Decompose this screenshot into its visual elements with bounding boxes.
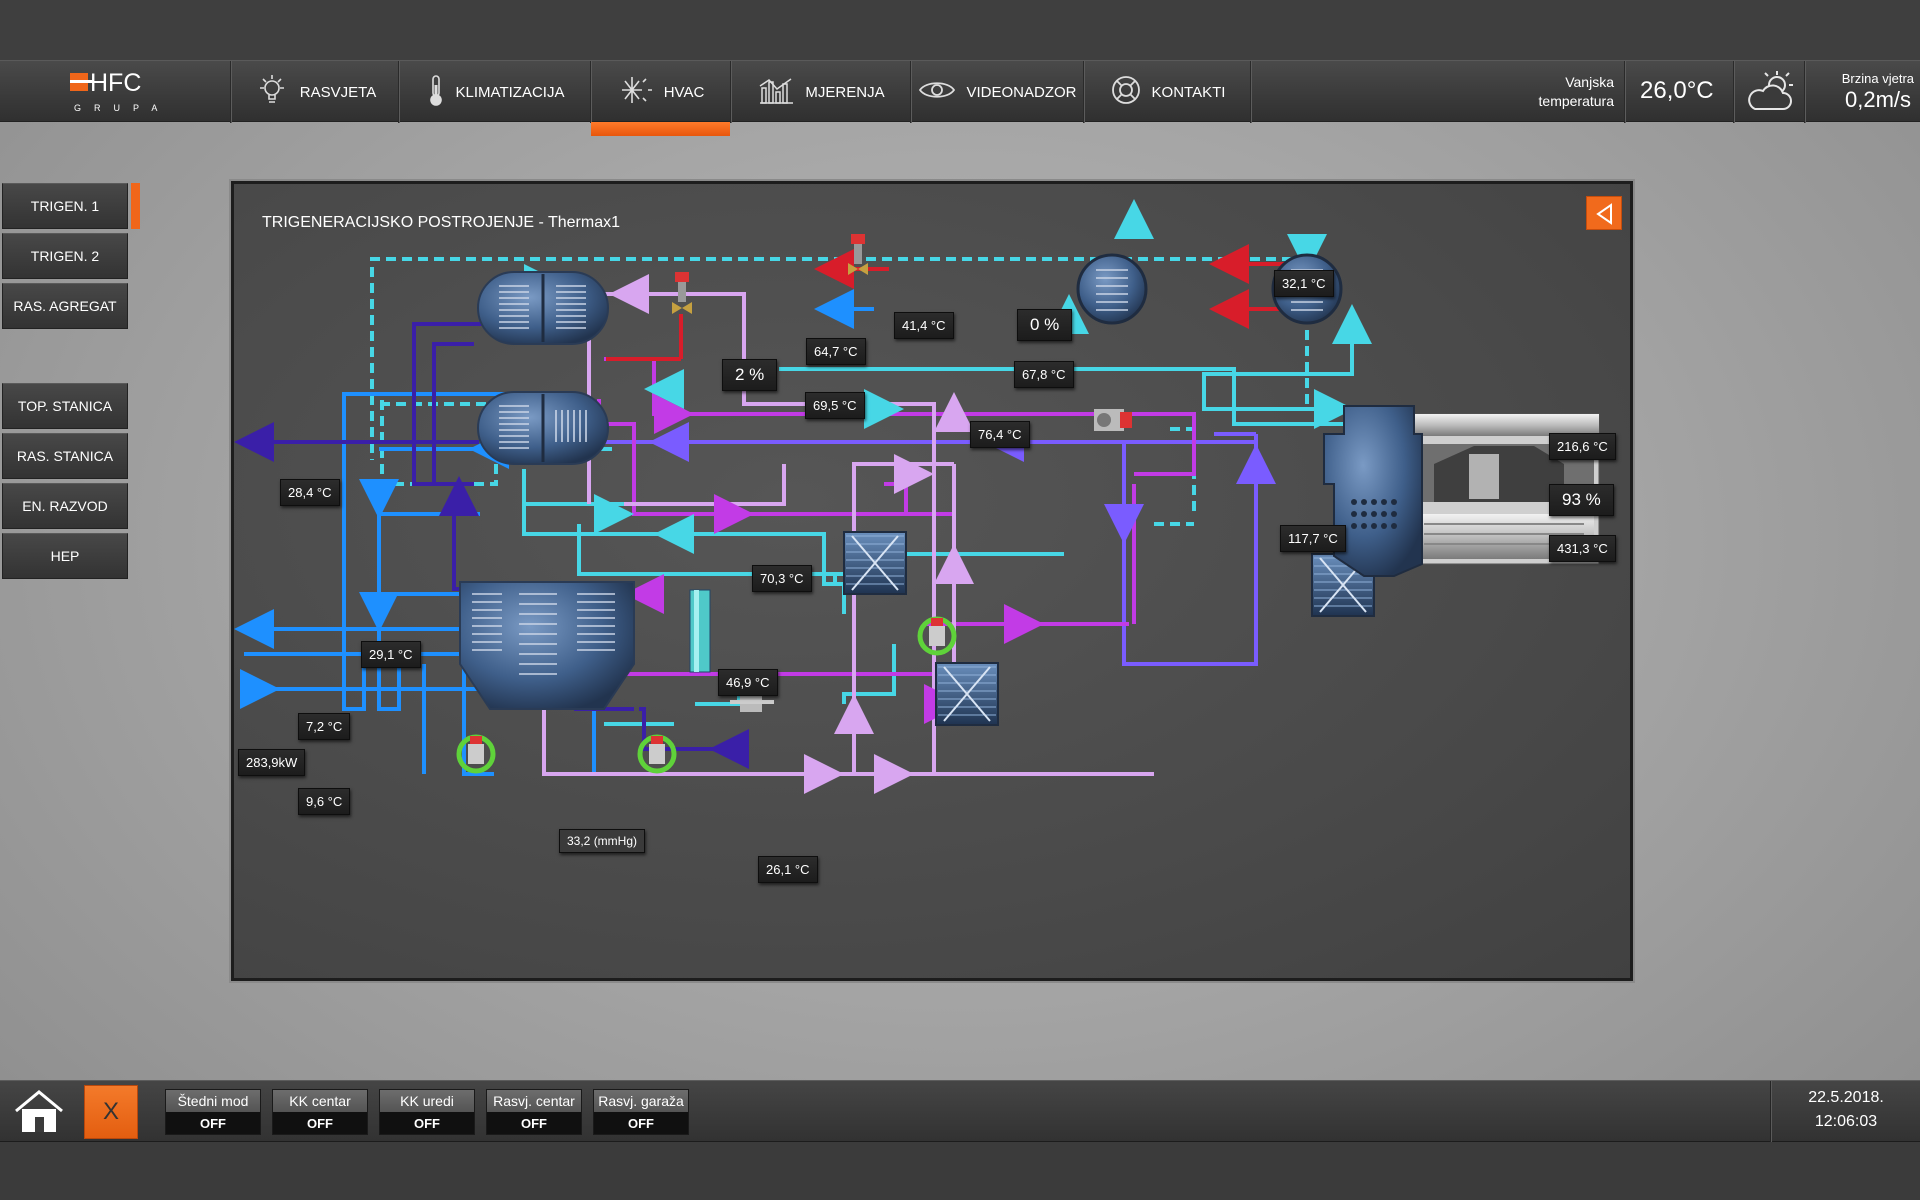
- datetime-separator: [1770, 1081, 1772, 1143]
- expansion-tank: [689, 589, 711, 673]
- outside-temperature-value: 26,0°C: [1640, 77, 1714, 104]
- reading-46-9: 46,9 °C: [718, 669, 778, 696]
- nav-label: KONTAKTI: [1151, 83, 1226, 101]
- reading-70-3: 70,3 °C: [752, 565, 812, 592]
- reading-41-4: 41,4 °C: [894, 312, 954, 339]
- reading-power: 283,9kW: [238, 749, 306, 776]
- toggle-kk-centar[interactable]: KK centar OFF: [272, 1089, 368, 1135]
- reading-64-7: 64,7 °C: [806, 338, 866, 365]
- reading-valve-2: 2 %: [722, 359, 778, 391]
- process-diagram: [234, 199, 1600, 794]
- logo-subtext: GRUPA: [74, 103, 170, 113]
- pump-2: [637, 734, 677, 774]
- toggle-stedni-mod[interactable]: Štedni mod OFF: [165, 1089, 261, 1135]
- sidebar-active-marker: [131, 183, 140, 229]
- pump-1: [456, 734, 496, 774]
- nav-hvac[interactable]: HVAC: [592, 61, 730, 123]
- lifebuoy-icon: [1110, 74, 1142, 110]
- triangle-left-icon: [1596, 203, 1612, 225]
- sidebar-item-trigen-2[interactable]: TRIGEN. 2: [2, 233, 128, 279]
- sidebar-item-trigen-1[interactable]: TRIGEN. 1: [2, 183, 128, 229]
- nav-label: RASVJETA: [299, 83, 377, 101]
- outside-temperature-label: Vanjska temperatura: [1538, 74, 1614, 109]
- wind-speed-label: Brzina vjetra: [1841, 71, 1914, 86]
- sidebar-item-top-stanica[interactable]: TOP. STANICA: [2, 383, 128, 429]
- close-button[interactable]: X: [84, 1085, 138, 1139]
- nav-rasvjeta[interactable]: RASVJETA: [232, 61, 398, 123]
- nav-label: KLIMATIZACIJA: [455, 83, 565, 101]
- thermometer-icon: [426, 73, 446, 111]
- reading-26-1: 26,1 °C: [758, 856, 818, 883]
- top-navigation: HFC GRUPA RASVJETA KLIMATIZACIJA: [0, 60, 1920, 123]
- eye-icon: [918, 78, 956, 106]
- toggle-rasvj-centar[interactable]: Rasvj. centar OFF: [486, 1089, 582, 1135]
- toggle-kk-uredi[interactable]: KK uredi OFF: [379, 1089, 475, 1135]
- reading-7-2: 7,2 °C: [298, 713, 351, 740]
- sidebar-item-en-razvod[interactable]: EN. RAZVOD: [2, 483, 128, 529]
- home-icon: [15, 1090, 63, 1132]
- logo-text: HFC: [90, 69, 141, 97]
- reading-67-8: 67,8 °C: [1014, 361, 1074, 388]
- bottom-bar: X Štedni mod OFF KK centar OFF KK uredi …: [0, 1080, 1920, 1143]
- pump-3: [917, 616, 957, 656]
- snowflake-sun-icon: [618, 73, 654, 111]
- heat-exchanger-1: [843, 531, 907, 595]
- reading-valve-0: 0 %: [1017, 309, 1073, 341]
- toggle-rasvj-garaza[interactable]: Rasvj. garaža OFF: [593, 1089, 689, 1135]
- nav-videonadzor[interactable]: VIDEONADZOR: [912, 61, 1083, 123]
- bar-chart-icon: [757, 74, 795, 110]
- absorber-vessel-lower: [477, 391, 609, 465]
- reading-9-6: 9,6 °C: [298, 788, 351, 815]
- pipe-return-line: [542, 292, 1154, 776]
- nav-label: VIDEONADZOR: [966, 83, 1077, 101]
- reading-29-1: 29,1 °C: [361, 641, 421, 668]
- reading-28-4: 28,4 °C: [280, 479, 340, 506]
- reading-32-1: 32,1 °C: [1274, 270, 1334, 297]
- reading-216-6: 216,6 °C: [1549, 433, 1616, 460]
- back-button[interactable]: [1586, 196, 1622, 230]
- cooling-coil-1: [1076, 253, 1148, 325]
- time-display: 12:06:03: [1814, 1113, 1878, 1130]
- reading-117-7: 117,7 °C: [1280, 525, 1346, 552]
- nav-label: HVAC: [663, 83, 705, 101]
- top-strip: [0, 0, 1920, 60]
- reading-76-4: 76,4 °C: [970, 421, 1030, 448]
- reading-93-percent: 93 %: [1549, 484, 1614, 516]
- nav-mjerenja[interactable]: MJERENJA: [732, 61, 910, 123]
- nav-label: MJERENJA: [805, 83, 885, 101]
- hfc-logo: HFC GRUPA: [64, 69, 174, 115]
- panel-title: TRIGENERACIJSKO POSTROJENJE - Thermax1: [262, 214, 620, 231]
- absorption-chiller-main: [459, 581, 635, 710]
- heat-exchanger-3: [935, 662, 999, 726]
- three-way-valve-2: [848, 234, 868, 275]
- wind-speed-value: 0,2m/s: [1845, 87, 1912, 112]
- date-display: 22.5.2018.: [1808, 1089, 1884, 1106]
- home-button[interactable]: [12, 1087, 66, 1137]
- reading-69-5: 69,5 °C: [805, 392, 865, 419]
- engine-unit: [1323, 405, 1423, 577]
- pump-4: [1094, 409, 1132, 431]
- nav-klimatizacija[interactable]: KLIMATIZACIJA: [400, 61, 590, 123]
- bulb-icon: [254, 72, 290, 112]
- bottom-strip: [0, 1142, 1920, 1200]
- trigeneration-panel: TRIGENERACIJSKO POSTROJENJE - Thermax1 3…: [231, 181, 1633, 981]
- reading-pressure: 33,2 (mmHg): [559, 829, 646, 853]
- reading-431-3: 431,3 °C: [1549, 535, 1616, 562]
- active-tab-indicator: [591, 122, 730, 136]
- sidebar-item-hep[interactable]: HEP: [2, 533, 128, 579]
- sidebar-item-ras-stanica[interactable]: RAS. STANICA: [2, 433, 128, 479]
- three-way-valve-1: [672, 272, 692, 314]
- cloud-sun-icon: [1745, 67, 1797, 122]
- sidebar-item-ras-agregat[interactable]: RAS. AGREGAT: [2, 283, 128, 329]
- absorber-vessel-upper: [477, 271, 609, 345]
- nav-kontakti[interactable]: KONTAKTI: [1085, 61, 1250, 123]
